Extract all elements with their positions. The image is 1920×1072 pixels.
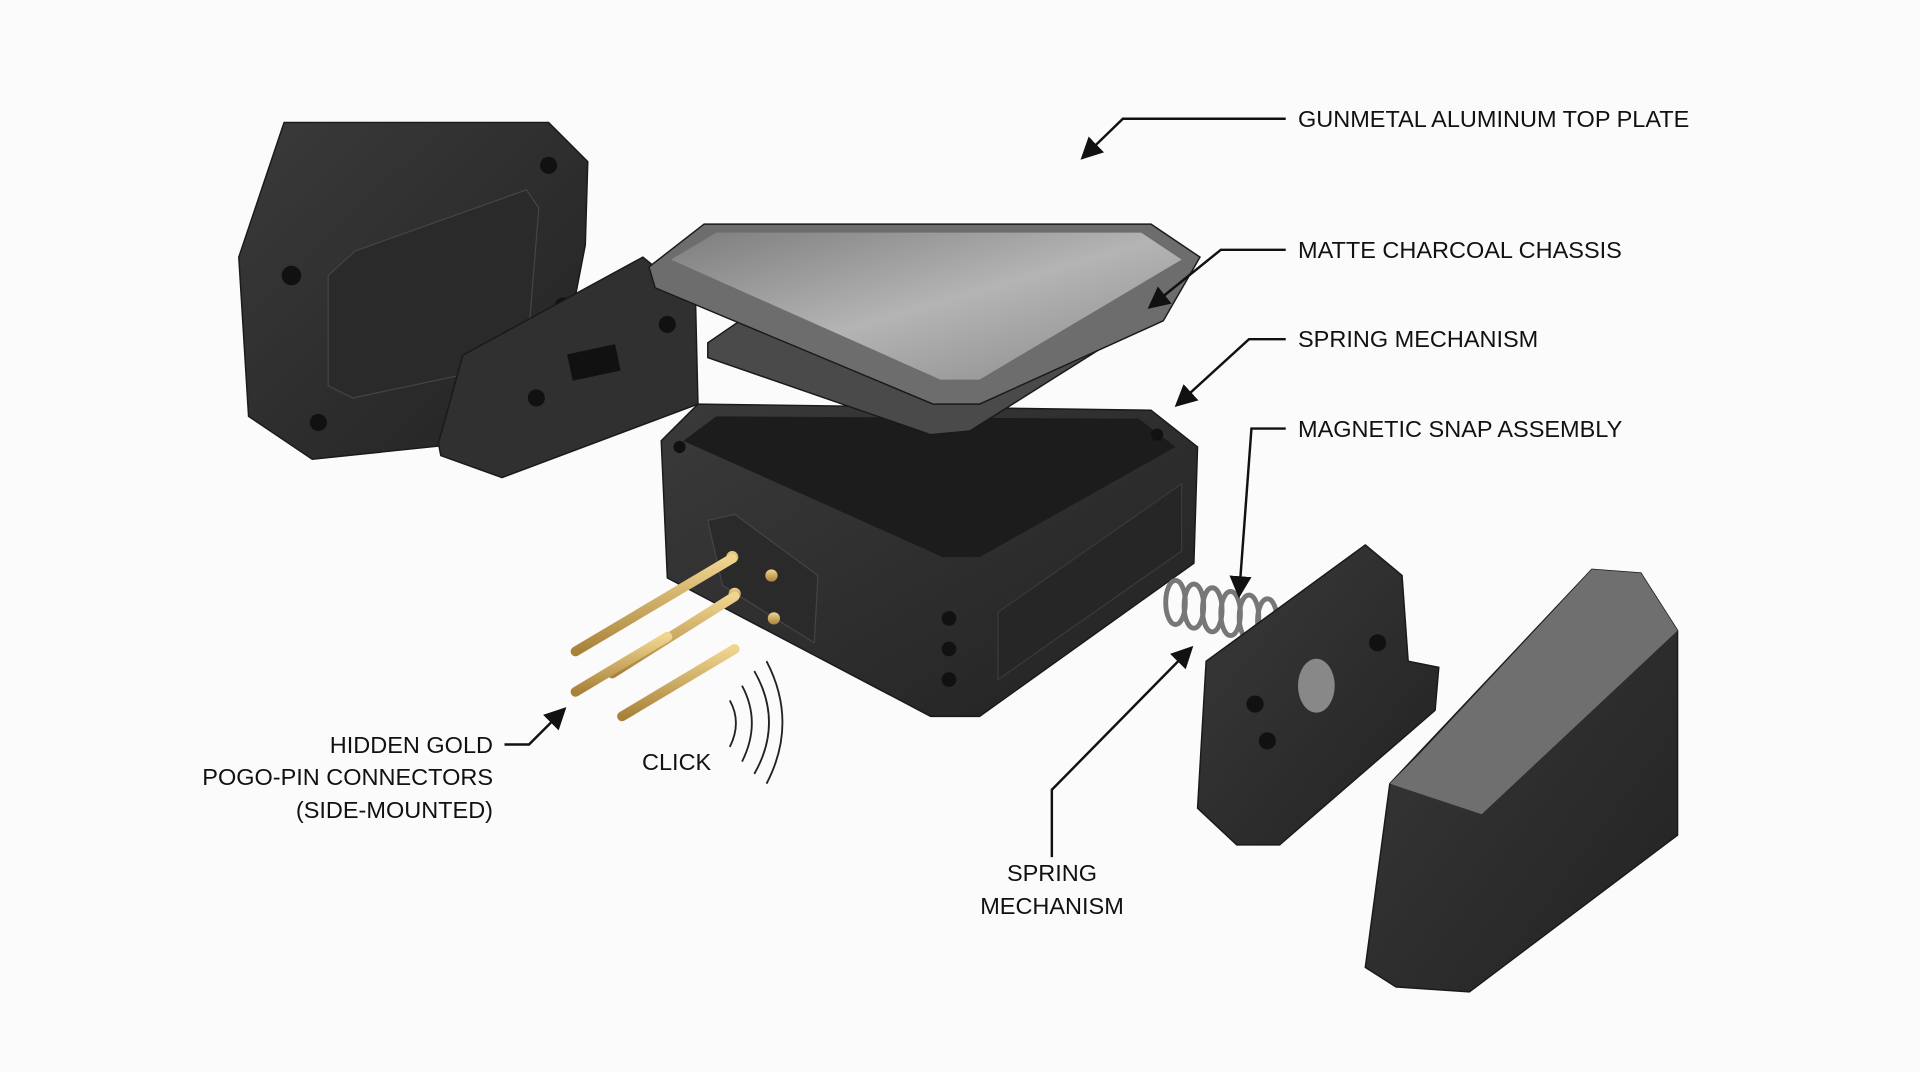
label-pogo-line2: POGO-PIN CONNECTORS — [202, 764, 493, 790]
side-cover-block — [1364, 568, 1679, 993]
label-pogo-line3: (SIDE-MOUNTED) — [296, 797, 493, 823]
label-spring-lower-line1: SPRING — [1007, 860, 1097, 886]
leader-spring-upper — [1174, 337, 1286, 408]
label-pogo-line1: HIDDEN GOLD — [330, 732, 493, 758]
matte-charcoal-chassis — [660, 403, 1199, 718]
label-top-plate: GUNMETAL ALUMINUM TOP PLATE — [1298, 106, 1689, 132]
label-click: CLICK — [642, 749, 712, 775]
magnetic-snap-plate — [1196, 543, 1440, 846]
label-magnetic-snap: MAGNETIC SNAP ASSEMBLY — [1298, 416, 1623, 442]
mounting-bracket — [437, 256, 699, 479]
gold-pin — [570, 553, 738, 657]
leader-top-plate — [1080, 117, 1286, 160]
pogo-pin-connector — [570, 513, 819, 722]
magnet-icon — [1297, 658, 1335, 713]
leader-magnetic-snap — [1229, 427, 1286, 599]
gunmetal-top-plate — [648, 223, 1201, 405]
label-spring-upper: SPRING MECHANISM — [1298, 326, 1538, 352]
label-chassis: MATTE CHARCOAL CHASSIS — [1298, 237, 1622, 263]
label-spring-lower-line2: MECHANISM — [980, 893, 1124, 919]
leader-chassis — [1147, 248, 1286, 309]
leader-spring-lower — [1050, 645, 1194, 858]
leader-pogo — [504, 707, 567, 746]
click-sound-waves-icon — [728, 660, 784, 785]
gold-pin — [570, 631, 673, 697]
gold-pin — [617, 644, 740, 722]
